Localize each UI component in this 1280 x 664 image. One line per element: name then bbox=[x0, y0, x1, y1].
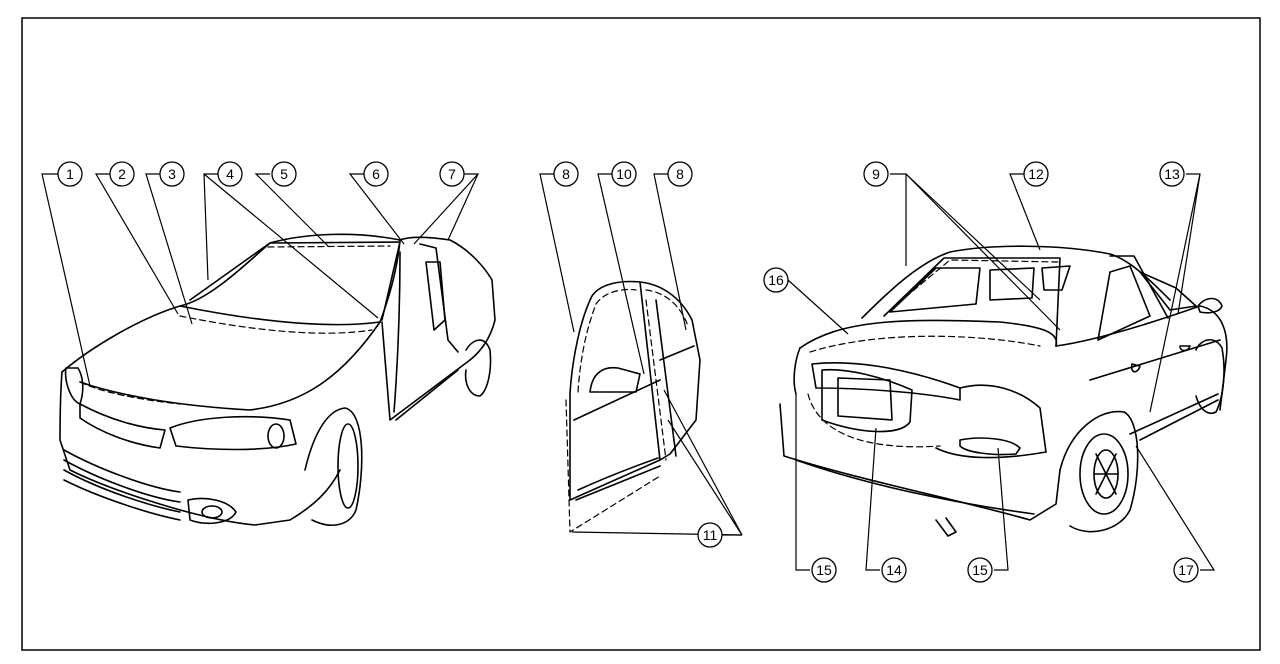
callout-8-right: 8 bbox=[667, 161, 693, 187]
callout-12-label: 12 bbox=[1028, 166, 1044, 182]
callout-15-left: 15 bbox=[811, 557, 837, 583]
callout-2-label: 2 bbox=[118, 166, 126, 182]
callout-13: 13 bbox=[1159, 161, 1185, 187]
callout-17-label: 17 bbox=[1178, 562, 1194, 578]
callout-4-label: 4 bbox=[226, 166, 234, 182]
callout-15-left-label: 15 bbox=[816, 562, 832, 578]
callout-9-label: 9 bbox=[872, 166, 880, 182]
callout-4: 4 bbox=[217, 161, 243, 187]
callout-13-label: 13 bbox=[1164, 166, 1180, 182]
callout-10: 10 bbox=[611, 161, 637, 187]
front-leader-lines bbox=[41, 173, 480, 387]
callout-7: 7 bbox=[439, 161, 465, 187]
callout-16-label: 16 bbox=[768, 272, 784, 288]
callout-10-label: 10 bbox=[616, 166, 632, 182]
diagram-border bbox=[21, 17, 1261, 651]
callout-12: 12 bbox=[1023, 161, 1049, 187]
callout-8-right-label: 8 bbox=[676, 166, 684, 182]
callout-1: 1 bbox=[57, 161, 83, 187]
callout-11-label: 11 bbox=[703, 527, 718, 543]
callout-11: 11 bbox=[697, 522, 723, 548]
callout-1-label: 1 bbox=[66, 166, 74, 182]
callout-14: 14 bbox=[881, 557, 907, 583]
callout-3: 3 bbox=[159, 161, 185, 187]
callout-2: 2 bbox=[109, 161, 135, 187]
callout-14-label: 14 bbox=[886, 562, 902, 578]
callouts: 1 2 3 4 5 6 7 8 10 8 11 9 12 13 16 15 14… bbox=[57, 161, 1199, 583]
callout-8-left: 8 bbox=[553, 161, 579, 187]
rear-view-car bbox=[779, 245, 1228, 537]
front-view-car bbox=[59, 233, 496, 526]
callout-3-label: 3 bbox=[168, 166, 176, 182]
callout-5: 5 bbox=[271, 161, 297, 187]
callout-8-left-label: 8 bbox=[562, 166, 570, 182]
callout-15-right-label: 15 bbox=[972, 562, 988, 578]
callout-9: 9 bbox=[863, 161, 889, 187]
callout-5-label: 5 bbox=[280, 166, 288, 182]
callout-15-right: 15 bbox=[967, 557, 993, 583]
callout-6-label: 6 bbox=[372, 166, 380, 182]
rear-leader-lines bbox=[787, 173, 1216, 571]
callout-16: 16 bbox=[763, 267, 789, 293]
door-view bbox=[565, 280, 701, 533]
callout-6: 6 bbox=[363, 161, 389, 187]
callout-17: 17 bbox=[1173, 557, 1199, 583]
callout-7-label: 7 bbox=[448, 166, 456, 182]
